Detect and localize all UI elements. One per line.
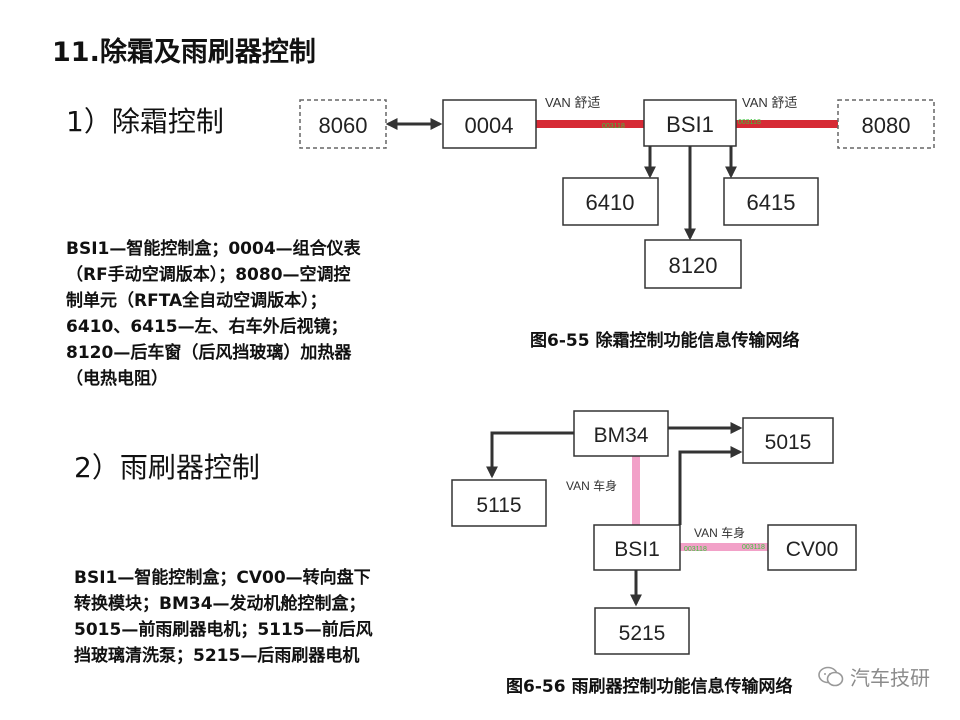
link-bsi1-5015 bbox=[678, 446, 743, 525]
svg-text:8060: 8060 bbox=[319, 113, 368, 138]
section2-heading: 2）雨刷器控制 bbox=[74, 451, 260, 484]
desc-line: BSI1—智能控制盒；0004—组合仪表 bbox=[66, 239, 361, 259]
node-8060: 8060 bbox=[299, 99, 387, 149]
node-8080: 8080 bbox=[837, 99, 935, 149]
svg-text:6415: 6415 bbox=[747, 190, 796, 215]
svg-text:5015: 5015 bbox=[765, 431, 812, 454]
page-title: 11.除霜及雨刷器控制 bbox=[52, 37, 316, 68]
node-5215: 5215 bbox=[594, 607, 690, 655]
desc-line: 挡玻璃清洗泵；5215—后雨刷器电机 bbox=[74, 646, 360, 666]
connector-code-right: 003118 bbox=[742, 544, 765, 551]
node-0004: 0004 bbox=[442, 99, 537, 149]
node-6415: 6415 bbox=[723, 177, 819, 226]
svg-text:BSI1: BSI1 bbox=[614, 538, 660, 561]
node-5015: 5015 bbox=[742, 417, 834, 464]
desc-line: 8120—后车窗（后风挡玻璃）加热器 bbox=[66, 343, 352, 363]
connector-code-left: 003118 bbox=[602, 123, 625, 130]
svg-text:0004: 0004 bbox=[465, 113, 514, 138]
connector-code-left: 003118 bbox=[684, 546, 707, 553]
svg-text:6410: 6410 bbox=[586, 190, 635, 215]
node-bsi1: BSI1 bbox=[593, 524, 681, 571]
watermark: 汽车技研 bbox=[818, 662, 930, 691]
figure-caption-6-56: 图6-56 雨刷器控制功能信息传输网络 bbox=[506, 677, 793, 697]
desc-line: 制单元（RFTA全自动空调版本）； bbox=[66, 291, 327, 311]
svg-text:5115: 5115 bbox=[476, 494, 521, 517]
node-5115: 5115 bbox=[451, 479, 547, 527]
desc-line: （RF手动空调版本）；8080—空调控 bbox=[66, 265, 351, 285]
section2-description: BSI1—智能控制盒；CV00—转向盘下 转换模块；BM34—发动机舱控制盒； … bbox=[74, 565, 454, 669]
section1-heading: 1）除霜控制 bbox=[66, 105, 224, 138]
svg-text:CV00: CV00 bbox=[786, 538, 839, 561]
bus-label-right: VAN 舒适 bbox=[742, 95, 797, 110]
desc-line: 转换模块；BM34—发动机舱控制盒； bbox=[74, 594, 366, 614]
node-bm34: BM34 bbox=[573, 410, 669, 457]
watermark-text: 汽车技研 bbox=[850, 666, 930, 690]
desc-line: BSI1—智能控制盒；CV00—转向盘下 bbox=[74, 568, 371, 588]
svg-text:BM34: BM34 bbox=[594, 424, 649, 447]
desc-line: （电热电阻） bbox=[66, 369, 168, 389]
desc-line: 5015—前雨刷器电机；5115—前后风 bbox=[74, 620, 373, 640]
svg-text:8080: 8080 bbox=[862, 113, 911, 138]
bus-label-left: VAN 舒适 bbox=[545, 95, 600, 110]
svg-text:5215: 5215 bbox=[619, 622, 666, 645]
node-6410: 6410 bbox=[562, 177, 659, 226]
node-8120: 8120 bbox=[644, 239, 742, 289]
link-bm34-5115 bbox=[486, 431, 574, 479]
connector-code-right: 003118 bbox=[738, 119, 761, 126]
bus-label-horizontal: VAN 车身 bbox=[694, 525, 745, 540]
svg-text:8120: 8120 bbox=[669, 253, 718, 278]
section1-description: BSI1—智能控制盒；0004—组合仪表 （RF手动空调版本）；8080—空调控… bbox=[66, 236, 446, 392]
wechat-icon bbox=[818, 666, 844, 686]
svg-text:BSI1: BSI1 bbox=[666, 112, 714, 137]
node-cv00: CV00 bbox=[767, 524, 857, 571]
node-bsi1: BSI1 bbox=[643, 99, 737, 147]
desc-line: 6410、6415—左、右车外后视镜； bbox=[66, 317, 348, 337]
bus-label-vertical: VAN 车身 bbox=[566, 478, 617, 493]
figure-caption-6-55: 图6-55 除霜控制功能信息传输网络 bbox=[530, 331, 800, 351]
